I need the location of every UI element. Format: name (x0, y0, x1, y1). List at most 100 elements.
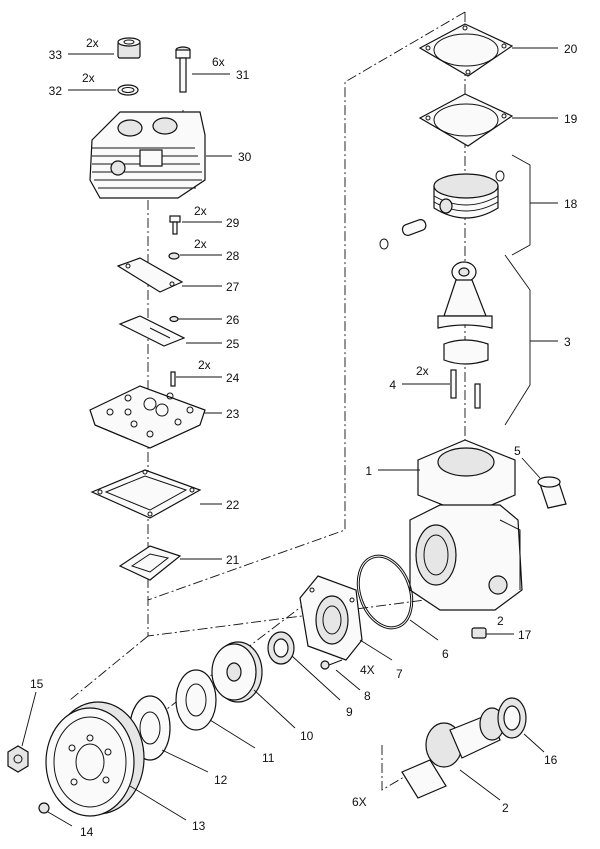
part-26-washer (169, 315, 179, 323)
callout-22: 22 (226, 498, 240, 512)
callout-number: 24 (226, 371, 240, 385)
callout-number: 2 (502, 801, 509, 815)
callout-19: 19 (564, 112, 578, 126)
part-13-pulley (45, 701, 145, 817)
callout-number: 27 (226, 280, 240, 294)
callout-2: 2 6X (352, 795, 509, 815)
callout-33: 33 2x (49, 36, 99, 62)
callout-quantity: 2x (198, 358, 211, 372)
callout-31: 31 6x (212, 55, 250, 82)
part-1-crankcase (409, 439, 523, 611)
callout-13: 13 (192, 819, 206, 833)
callout-23: 23 (226, 407, 240, 421)
callout-number: 15 (30, 677, 44, 691)
callout-number: 23 (226, 407, 240, 421)
callout-3: 3 (564, 335, 571, 349)
part-23-valve-plate (89, 385, 206, 449)
callout-11: 11 (262, 751, 275, 765)
part-5-bushing (537, 476, 567, 509)
part-3-connecting-rod (437, 261, 493, 409)
callout-number: 32 (49, 84, 63, 98)
callout-number: 25 (226, 337, 240, 351)
callout-9: 9 (346, 705, 353, 719)
part-30-cylinder-head (89, 111, 206, 199)
part-33-plug (117, 37, 141, 59)
callout-4: 4 2x (389, 364, 428, 392)
callout-number: 16 (544, 753, 558, 767)
part-16-bearing (497, 697, 527, 739)
part-24-pin (170, 371, 176, 387)
callout-number: 31 (236, 68, 250, 82)
callout-25: 25 (226, 337, 240, 351)
part-14-bolt (38, 802, 50, 814)
callout-number: 12 (214, 773, 228, 787)
callout-7: 7 (396, 667, 403, 681)
callout-17: 17 2 (497, 614, 532, 642)
callout-number: 10 (300, 729, 314, 743)
part-32-ring (117, 84, 139, 96)
callout-number: 26 (226, 313, 240, 327)
part-8-screw (320, 659, 343, 670)
callout-26: 26 (226, 313, 240, 327)
callout-number: 30 (238, 150, 252, 164)
part-18-piston (379, 170, 505, 250)
callout-number: 5 (514, 444, 521, 458)
callout-number: 7 (396, 667, 403, 681)
callout-number: 8 (364, 689, 371, 703)
part-10-flange (211, 641, 263, 703)
callout-number: 22 (226, 498, 240, 512)
callout-number: 14 (80, 825, 94, 839)
part-25-reed-valve (118, 315, 186, 347)
callout-number: 21 (226, 553, 240, 567)
part-17-plug (471, 627, 487, 639)
callout-27: 27 (226, 280, 240, 294)
callout-quantity: 2 (497, 614, 504, 628)
callout-29: 29 2x (194, 204, 240, 230)
part-22-gasket (90, 469, 202, 519)
callout-21: 21 (226, 553, 240, 567)
callout-quantity: 2x (194, 204, 207, 218)
callout-number: 33 (49, 48, 63, 62)
callout-quantity: 2x (416, 364, 429, 378)
callout-number: 11 (262, 751, 275, 765)
callout-10: 10 (300, 729, 314, 743)
part-7-bearing-cover (299, 575, 363, 661)
part-9-seal (267, 631, 295, 665)
callout-28: 28 2x (194, 237, 240, 263)
part-20-gasket (418, 23, 514, 77)
part-29-screw (169, 215, 181, 235)
callout-6: 6 (442, 647, 449, 661)
callout-32: 32 2x (49, 71, 95, 98)
callout-15: 15 (30, 677, 44, 691)
callout-number: 4 (389, 378, 396, 392)
callout-quantity: 6x (212, 55, 225, 69)
callout-18: 18 (564, 197, 578, 211)
part-19-gasket (418, 93, 514, 147)
callout-number: 18 (564, 197, 578, 211)
callout-5: 5 (514, 444, 521, 458)
callout-quantity: 6X (352, 795, 367, 809)
callout-20: 20 (564, 42, 578, 56)
part-15-nut (7, 745, 29, 773)
callout-1: 1 (365, 464, 372, 478)
callout-number: 3 (564, 335, 571, 349)
callout-quantity: 2x (86, 36, 99, 50)
part-27-plate (116, 257, 184, 293)
part-31-bolt (175, 46, 191, 93)
callout-quantity: 4X (360, 663, 375, 677)
callout-number: 20 (564, 42, 578, 56)
part-28-washer (168, 252, 180, 260)
callout-number: 29 (226, 216, 240, 230)
part-11-gasket (175, 669, 217, 731)
callout-12: 12 (214, 773, 228, 787)
callout-number: 13 (192, 819, 206, 833)
part-2-crankshaft (401, 707, 505, 799)
part-6-o-ring (356, 554, 414, 630)
callout-number: 1 (365, 464, 372, 478)
callout-number: 19 (564, 112, 578, 126)
callout-8: 8 4X (360, 663, 375, 703)
callout-24: 24 2x (198, 358, 240, 385)
callout-number: 9 (346, 705, 353, 719)
callout-number: 28 (226, 249, 240, 263)
